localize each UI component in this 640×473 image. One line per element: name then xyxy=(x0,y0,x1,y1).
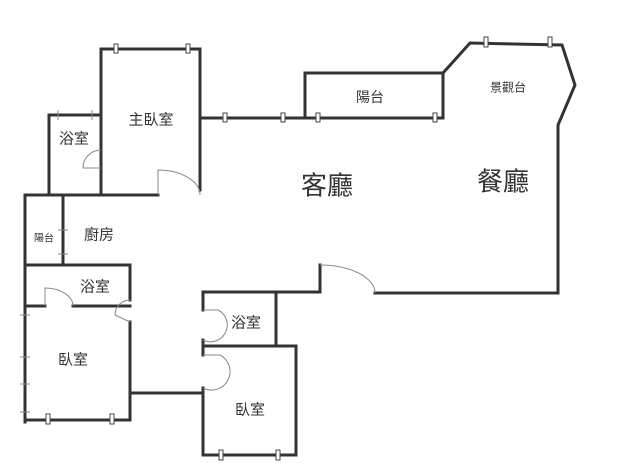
room-label-dining-room: 餐廳 xyxy=(476,167,530,198)
doors xyxy=(44,149,376,391)
room-label-bath-master: 浴室 xyxy=(58,129,90,148)
room-label-living-room: 客廳 xyxy=(300,171,354,202)
room-label-balcony-small: 陽台 xyxy=(34,233,54,245)
room-label-view-deck: 景觀台 xyxy=(489,80,527,95)
walls xyxy=(23,41,577,457)
room-label-bedroom-1: 臥室 xyxy=(57,350,89,369)
room-label-balcony-top: 陽台 xyxy=(356,90,384,106)
room-label-bedroom-2: 臥室 xyxy=(234,400,266,419)
room-label-bath-3: 浴室 xyxy=(230,313,262,332)
room-label-bath-2: 浴室 xyxy=(79,277,111,296)
room-label-kitchen: 廚房 xyxy=(83,225,115,244)
windows xyxy=(20,36,553,461)
room-label-master-bedroom: 主臥室 xyxy=(128,110,174,129)
